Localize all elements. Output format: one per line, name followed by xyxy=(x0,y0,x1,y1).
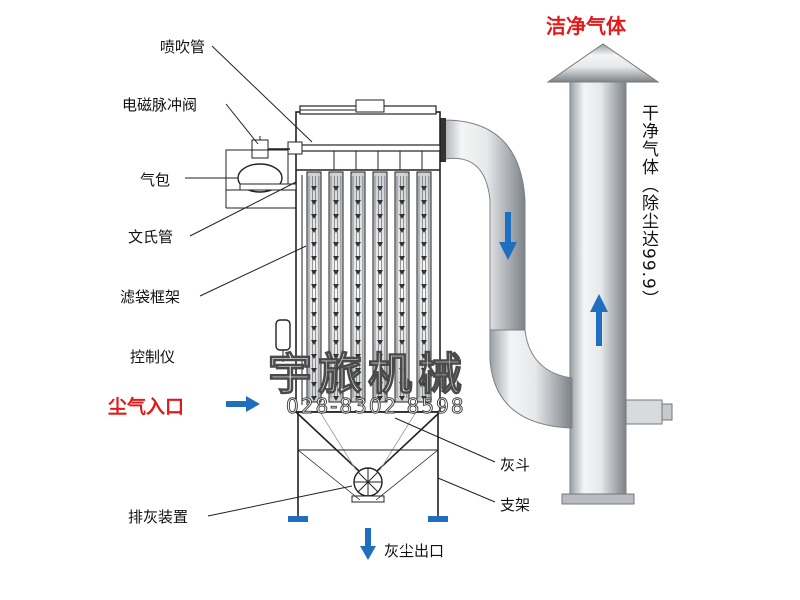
label-bag-cage: 滤袋框架 xyxy=(120,288,181,306)
air-bag xyxy=(225,149,297,209)
filter-bag xyxy=(372,171,388,403)
label-solenoid-valve: 电磁脉冲阀 xyxy=(122,96,198,114)
duct-down-arrow xyxy=(499,212,517,260)
label-controller: 控制仪 xyxy=(130,348,176,366)
filter-bag xyxy=(328,171,344,403)
filter-bag xyxy=(394,171,410,403)
label-dry-gas: 干净气体（除尘达99.9） xyxy=(638,104,658,308)
leader-lines xyxy=(185,45,496,517)
flow-arrows xyxy=(226,212,608,560)
outlet-duct xyxy=(436,118,673,429)
discharge-valve xyxy=(351,467,385,503)
filter-bag xyxy=(416,171,432,403)
label-dust-inlet: 尘气入口 xyxy=(108,396,185,418)
label-dust-outlet: 灰尘出口 xyxy=(384,542,445,560)
label-discharge: 排灰装置 xyxy=(128,508,189,526)
label-venturi: 文氏管 xyxy=(128,228,174,246)
inlet-arrow xyxy=(226,396,260,412)
filter-bag xyxy=(306,171,322,403)
ash-hopper xyxy=(293,411,443,473)
label-air-bag: 气包 xyxy=(140,171,171,189)
label-clean-gas: 洁净气体 xyxy=(546,14,626,38)
filter-bags xyxy=(306,171,432,403)
outlet-arrow xyxy=(360,528,376,560)
solenoid-valve xyxy=(251,136,290,159)
blow-pipe xyxy=(287,141,441,170)
watermark-company: 宇旅机械 xyxy=(267,348,468,400)
stack-up-arrow xyxy=(590,294,608,346)
controller-box xyxy=(275,319,291,362)
label-support: 支架 xyxy=(500,496,531,514)
support-legs xyxy=(288,412,448,522)
exhaust-stack xyxy=(546,43,660,505)
filter-bag xyxy=(350,171,366,403)
label-ash-hopper: 灰斗 xyxy=(500,456,531,474)
label-blow-pipe: 喷吹管 xyxy=(160,38,206,56)
watermark-phone: 028-8302 8598 xyxy=(286,394,466,419)
